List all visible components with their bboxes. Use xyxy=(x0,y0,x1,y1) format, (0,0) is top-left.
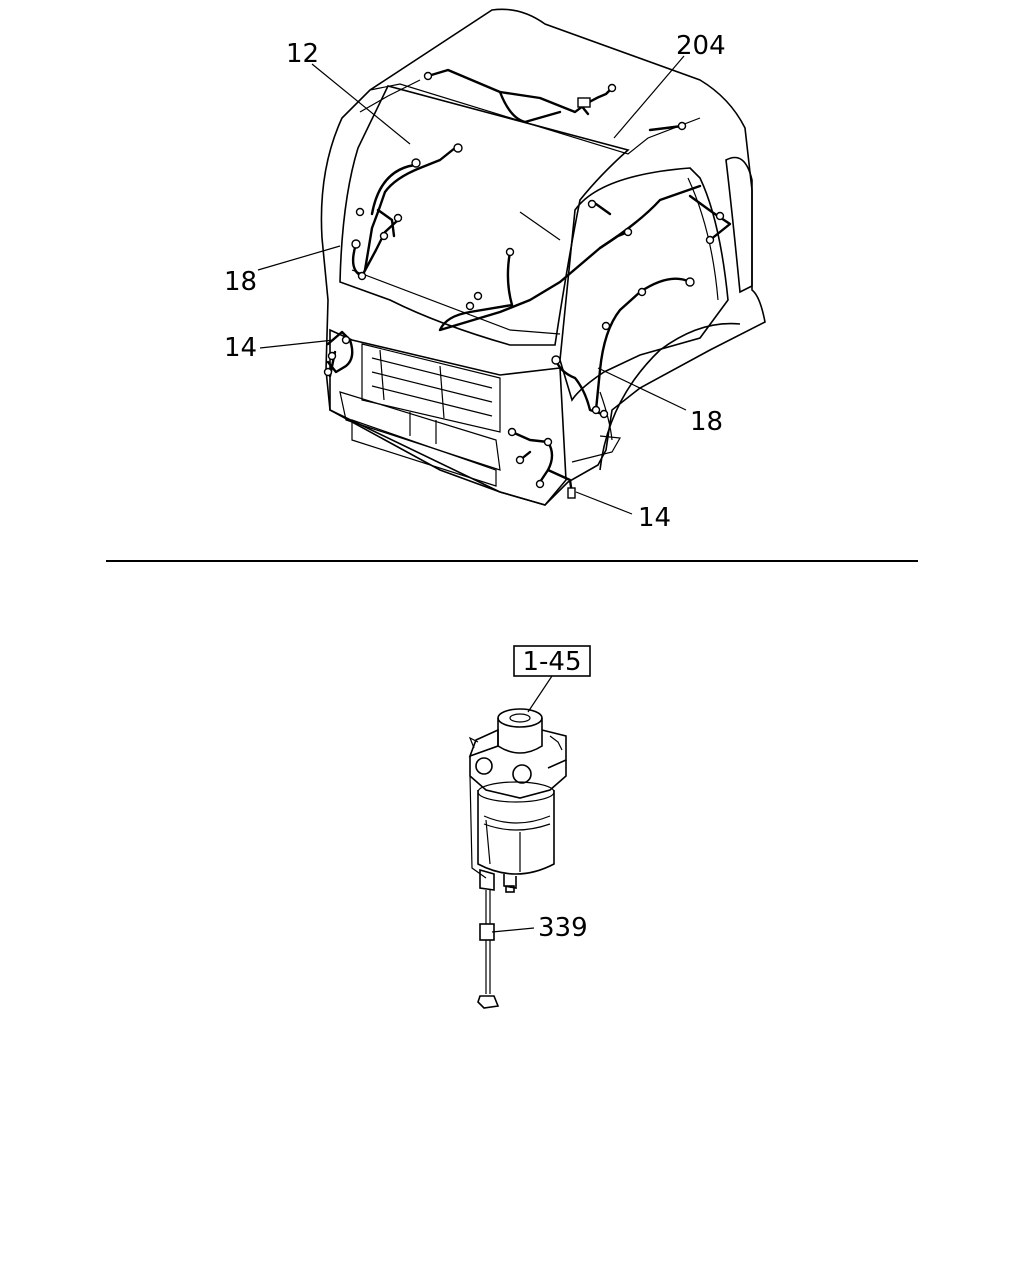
callout-14-left: 14 xyxy=(224,333,257,363)
callout-204: 204 xyxy=(676,31,726,61)
callout-18-right: 18 xyxy=(690,407,723,437)
callout-18-left: 18 xyxy=(224,267,257,297)
leader-lines-top xyxy=(257,55,687,515)
callout-1-45: 1-45 xyxy=(522,647,581,677)
wiring-harness-group xyxy=(323,68,732,499)
callout-12: 12 xyxy=(286,39,319,69)
callout-339: 339 xyxy=(538,913,588,943)
callout-14-right: 14 xyxy=(638,503,671,533)
fuel-filter-illustration xyxy=(468,708,567,1009)
truck-cab-illustration xyxy=(320,8,766,506)
